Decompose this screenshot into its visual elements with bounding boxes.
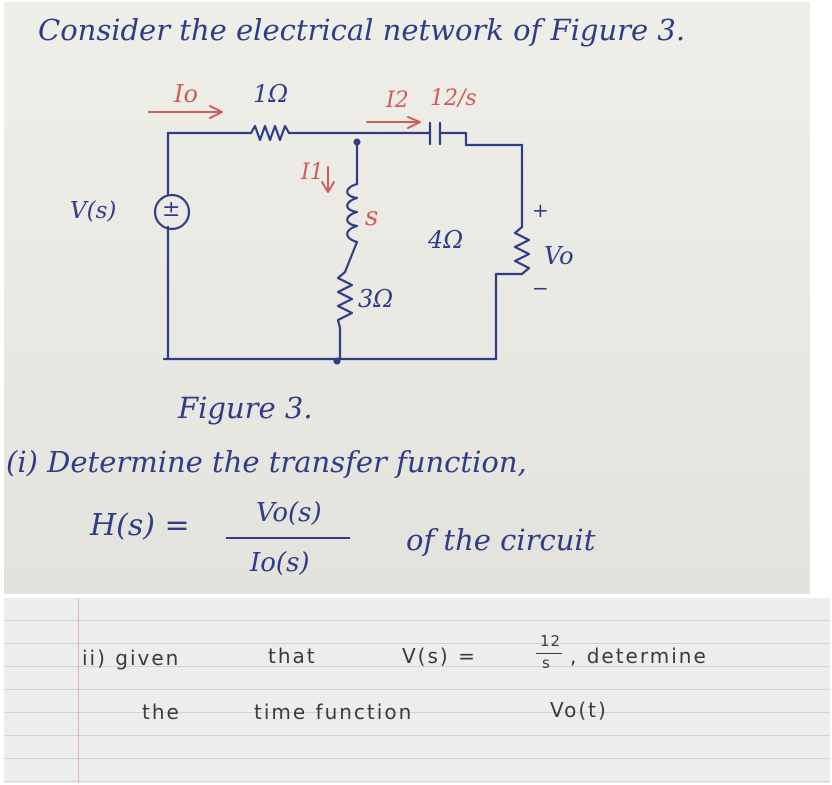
of-the-circuit-text: of the circuit bbox=[406, 523, 596, 557]
arrow-io bbox=[148, 105, 223, 119]
resistor-3-ohm bbox=[336, 270, 354, 330]
inductor bbox=[346, 182, 359, 244]
label-capacitor: 12/s bbox=[430, 86, 477, 111]
label-inductor: s bbox=[365, 202, 379, 232]
label-io: Io bbox=[174, 80, 198, 108]
capacitor bbox=[428, 121, 442, 146]
wire-mid-between bbox=[343, 240, 359, 274]
fraction-bar bbox=[226, 537, 350, 539]
label-i1: I1 bbox=[301, 160, 324, 185]
transfer-function-lhs: H(s) = bbox=[90, 508, 190, 543]
part-ii-vo-t: Vo(t) bbox=[550, 698, 608, 722]
notebook-margin-line bbox=[78, 598, 79, 783]
handwritten-photo-bottom: ii) given that V(s) = 12 s , determine t… bbox=[4, 598, 830, 783]
circuit-diagram bbox=[148, 105, 531, 365]
part-ii-that: that bbox=[268, 644, 317, 668]
voltage-source-circle bbox=[153, 193, 191, 231]
label-vo: Vo bbox=[544, 242, 574, 270]
part-ii-the: the bbox=[142, 700, 181, 724]
transfer-function-denominator: Io(s) bbox=[250, 548, 310, 578]
wire-top-right bbox=[438, 131, 524, 147]
wire-right-lower bbox=[494, 272, 524, 361]
intro-text: Consider the electrical network of Figur… bbox=[38, 13, 686, 47]
part-ii-vs: V(s) = bbox=[402, 644, 477, 668]
part-ii-frac-num: 12 bbox=[540, 632, 562, 650]
junction-top bbox=[353, 138, 361, 146]
arrow-i1 bbox=[321, 166, 335, 193]
part-ii-time-function: time function bbox=[254, 700, 414, 724]
part-ii-determine: , determine bbox=[570, 644, 708, 668]
part-ii-frac-bar bbox=[536, 653, 562, 654]
junction-bottom bbox=[333, 357, 341, 365]
resistor-1-ohm bbox=[249, 124, 291, 142]
label-vo-minus: − bbox=[532, 276, 549, 300]
part-ii-given: ii) given bbox=[82, 646, 181, 670]
transfer-function-numerator: Vo(s) bbox=[256, 498, 322, 528]
figure-caption: Figure 3. bbox=[178, 391, 313, 425]
arrow-i2 bbox=[366, 116, 421, 129]
label-i2: I2 bbox=[386, 88, 409, 113]
part-ii-frac-den: s bbox=[542, 654, 552, 672]
handwritten-photo-top: Consider the electrical network of Figur… bbox=[4, 2, 810, 594]
label-resistor-1: 1Ω bbox=[253, 80, 289, 108]
label-resistor-4: 4Ω bbox=[428, 226, 464, 254]
source-label: V(s) bbox=[70, 198, 117, 224]
label-vo-plus: + bbox=[532, 198, 549, 222]
part-i-text: (i) Determine the transfer function, bbox=[6, 445, 527, 479]
label-resistor-3: 3Ω bbox=[358, 285, 394, 313]
source-symbol: ± bbox=[162, 197, 181, 222]
resistor-4-ohm bbox=[513, 225, 531, 276]
